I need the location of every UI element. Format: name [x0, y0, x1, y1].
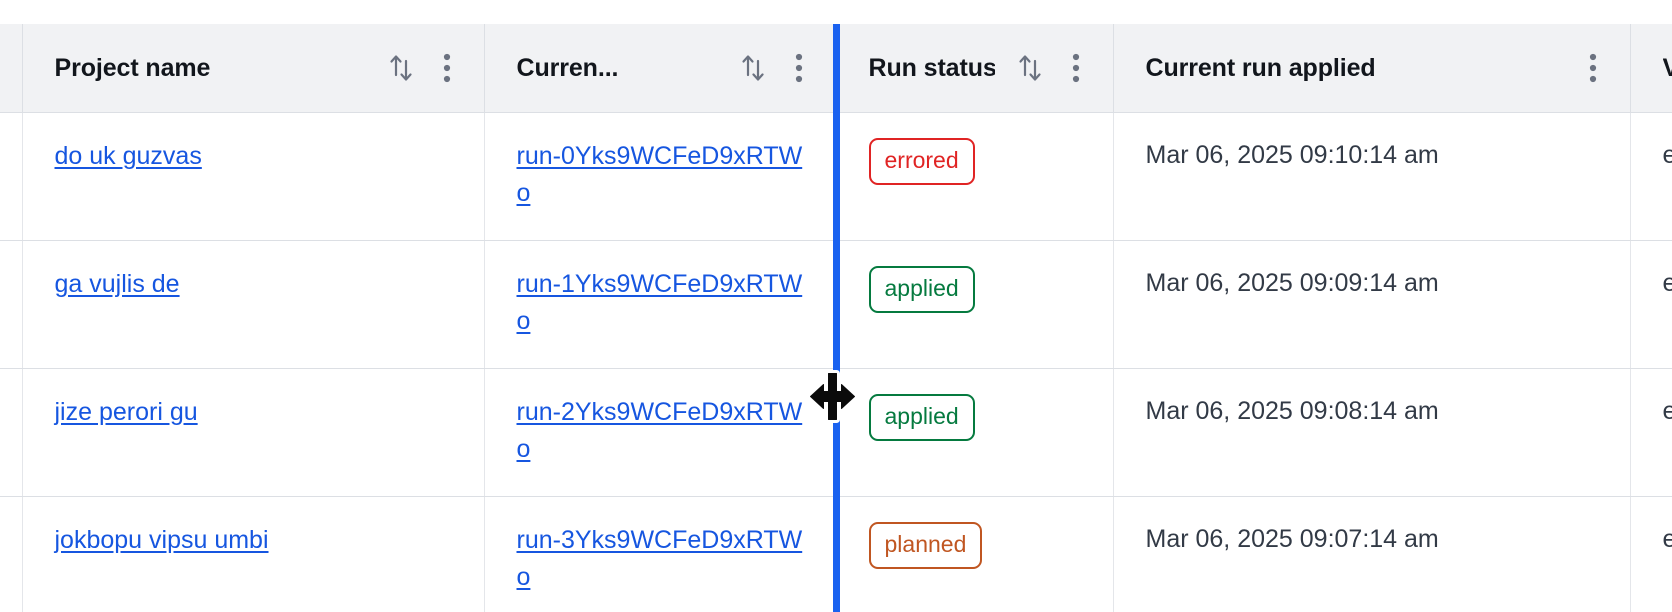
sort-arrows-icon[interactable] — [384, 48, 418, 88]
sort-arrows-icon[interactable] — [736, 48, 770, 88]
project-name-link[interactable]: ga vujlis de — [54, 270, 180, 298]
cell-current-run-applied: Mar 06, 2025 09:10:14 am — [1113, 112, 1631, 241]
table-row: do uk guzvas run-0Yks9WCFeD9xRTWo errore… — [0, 112, 1672, 241]
cell-current-run: run-0Yks9WCFeD9xRTWo — [484, 112, 837, 241]
extra-value: e — [1662, 397, 1672, 425]
row-select-cell[interactable] — [0, 240, 23, 369]
cell-extra: e — [1630, 368, 1672, 497]
extra-value: e — [1662, 525, 1672, 553]
cell-current-run: run-1Yks9WCFeD9xRTWo — [484, 240, 837, 369]
cell-project-name: jokbopu vipsu umbi — [22, 496, 485, 612]
cell-extra: e — [1630, 496, 1672, 612]
column-header-label: Current run applied — [1145, 53, 1376, 82]
status-badge: planned — [868, 522, 983, 569]
applied-timestamp: Mar 06, 2025 09:07:14 am — [1145, 525, 1439, 553]
column-header-label: Run status — [868, 53, 995, 82]
cell-current-run-applied: Mar 06, 2025 09:09:14 am — [1113, 240, 1631, 369]
column-header-current-run[interactable]: Curren... — [484, 24, 837, 113]
column-header-extra[interactable]: V — [1630, 24, 1672, 113]
cell-project-name: do uk guzvas — [22, 112, 485, 241]
cell-current-run: run-3Yks9WCFeD9xRTWo — [484, 496, 837, 612]
row-select-cell[interactable] — [0, 496, 23, 612]
extra-value: e — [1662, 141, 1672, 169]
table-header: Project name — [0, 24, 1672, 113]
projects-table: Project name — [0, 24, 1672, 612]
cell-run-status: planned — [836, 496, 1114, 612]
kebab-menu-icon[interactable] — [784, 48, 814, 88]
column-header-run-status[interactable]: Run status — [836, 24, 1114, 113]
project-name-link[interactable]: do uk guzvas — [54, 142, 202, 170]
row-select-cell[interactable] — [0, 112, 23, 241]
cell-extra: e — [1630, 112, 1672, 241]
status-badge: applied — [868, 266, 975, 313]
table-row: ga vujlis de run-1Yks9WCFeD9xRTWo applie… — [0, 240, 1672, 369]
kebab-menu-icon[interactable] — [432, 48, 462, 88]
row-select-cell[interactable] — [0, 368, 23, 497]
top-spacer — [0, 0, 1672, 24]
table-body: do uk guzvas run-0Yks9WCFeD9xRTWo errore… — [0, 112, 1672, 612]
column-header-current-run-applied[interactable]: Current run applied — [1113, 24, 1631, 113]
extra-value: e — [1662, 269, 1672, 297]
current-run-link[interactable]: run-1Yks9WCFeD9xRTWo — [516, 270, 803, 335]
column-header-label: V — [1662, 53, 1672, 82]
kebab-menu-icon[interactable] — [1061, 48, 1091, 88]
cell-run-status: applied — [836, 368, 1114, 497]
projects-table-container: Project name — [0, 24, 1672, 612]
current-run-link[interactable]: run-3Yks9WCFeD9xRTWo — [516, 526, 803, 591]
applied-timestamp: Mar 06, 2025 09:09:14 am — [1145, 269, 1439, 297]
project-name-link[interactable]: jize perori gu — [54, 398, 198, 426]
cell-run-status: applied — [836, 240, 1114, 369]
applied-timestamp: Mar 06, 2025 09:10:14 am — [1145, 141, 1439, 169]
cell-current-run: run-2Yks9WCFeD9xRTWo — [484, 368, 837, 497]
table-row: jize perori gu run-2Yks9WCFeD9xRTWo appl… — [0, 368, 1672, 497]
current-run-link[interactable]: run-0Yks9WCFeD9xRTWo — [516, 142, 803, 207]
column-header-label: Project name — [54, 53, 211, 82]
cell-current-run-applied: Mar 06, 2025 09:08:14 am — [1113, 368, 1631, 497]
cell-project-name: jize perori gu — [22, 368, 485, 497]
status-badge: applied — [868, 394, 975, 441]
column-header-label: Curren... — [516, 53, 619, 82]
applied-timestamp: Mar 06, 2025 09:08:14 am — [1145, 397, 1439, 425]
current-run-link[interactable]: run-2Yks9WCFeD9xRTWo — [516, 398, 803, 463]
table-row: jokbopu vipsu umbi run-3Yks9WCFeD9xRTWo … — [0, 496, 1672, 612]
sort-arrows-icon[interactable] — [1013, 48, 1047, 88]
cell-extra: e — [1630, 240, 1672, 369]
cell-current-run-applied: Mar 06, 2025 09:07:14 am — [1113, 496, 1631, 612]
kebab-menu-icon[interactable] — [1578, 48, 1608, 88]
column-header-select[interactable] — [0, 24, 23, 113]
status-badge: errored — [868, 138, 975, 185]
header-row: Project name — [0, 24, 1672, 113]
cell-project-name: ga vujlis de — [22, 240, 485, 369]
project-name-link[interactable]: jokbopu vipsu umbi — [54, 526, 269, 554]
column-header-project-name[interactable]: Project name — [22, 24, 485, 113]
cell-run-status: errored — [836, 112, 1114, 241]
